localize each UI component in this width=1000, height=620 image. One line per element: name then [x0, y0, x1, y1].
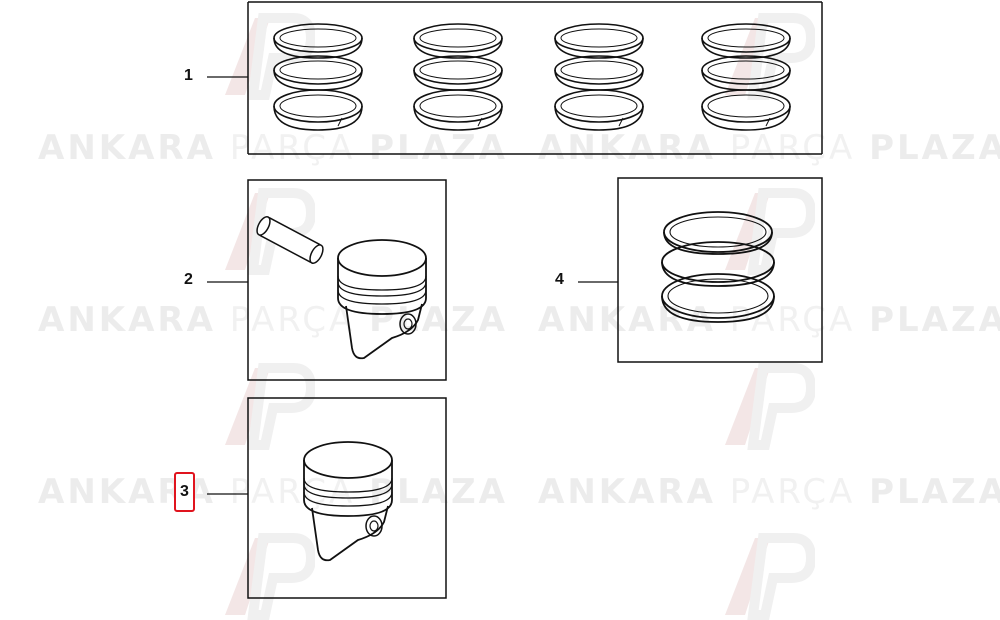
ap-logo-icon: [725, 363, 815, 450]
watermark-text: ANKARA PARÇA PLAZA: [538, 472, 1000, 512]
callout-2[interactable]: 2: [184, 271, 193, 288]
watermark-text: ANKARA PARÇA PLAZA: [538, 300, 1000, 340]
piston-with-pin-panel: [247, 179, 447, 381]
watermark-text: ANKARA PARÇA PLAZA: [38, 300, 508, 340]
watermark-text: ANKARA PARÇA PLAZA: [538, 128, 1000, 168]
callout-4[interactable]: 4: [555, 271, 564, 288]
watermark-text: ANKARA PARÇA PLAZA: [38, 128, 508, 168]
piston-panel: [247, 397, 447, 599]
ap-logo-icon: [725, 533, 815, 620]
parts-diagram: ANKARA PARÇA PLAZA ANKARA PARÇA PLAZA AN…: [38, 1, 1000, 620]
ring-set-panel: [617, 177, 823, 363]
ring-sets-panel: [247, 1, 823, 155]
callout-1[interactable]: 1: [184, 67, 193, 84]
exploded-view-drawing: [207, 1, 823, 599]
callout-3[interactable]: 3: [174, 472, 195, 512]
